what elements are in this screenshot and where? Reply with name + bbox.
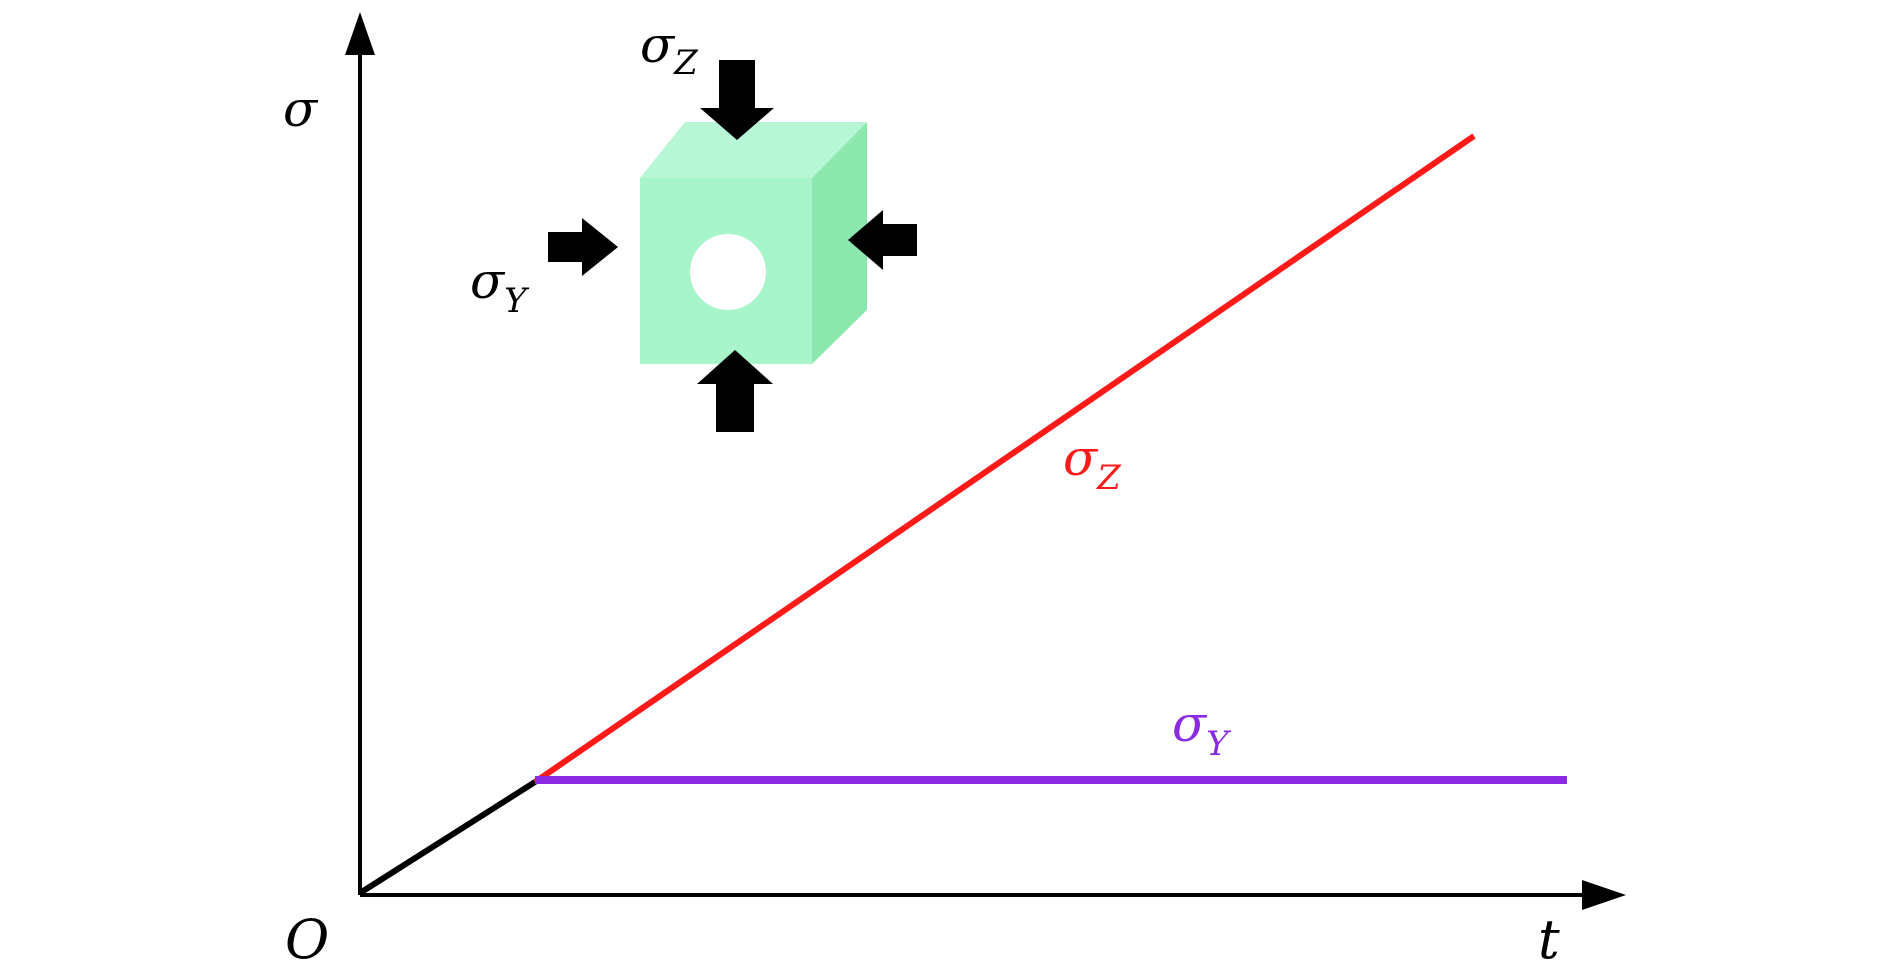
inset-sigma-y-label: σY bbox=[470, 252, 530, 321]
block-top-face bbox=[640, 122, 867, 178]
loaded-specimen-inset bbox=[548, 60, 917, 432]
inset-sigma-y-symbol: σ bbox=[470, 252, 506, 310]
sigma-y-curve-label: σY bbox=[1172, 695, 1232, 764]
sigma-z-curve-symbol: σ bbox=[1063, 429, 1099, 487]
bottom-force-arrow bbox=[697, 350, 773, 432]
block-side-face bbox=[812, 122, 867, 364]
inset-sigma-z-subscript: Z bbox=[673, 43, 699, 83]
axes bbox=[345, 12, 1626, 910]
origin-label: O bbox=[285, 908, 329, 971]
initial-load-line bbox=[358, 779, 537, 896]
sigma-y-curve-subscript: Y bbox=[1206, 724, 1232, 764]
sigma-z-curve-subscript: Z bbox=[1096, 458, 1122, 498]
sigma-z-curve-label: σZ bbox=[1063, 429, 1122, 498]
right-force-arrow bbox=[848, 210, 917, 270]
block-hole bbox=[690, 234, 766, 310]
x-axis-label: t bbox=[1538, 908, 1560, 971]
y-axis-label: σ bbox=[283, 80, 319, 138]
top-force-arrow bbox=[700, 60, 774, 140]
sigma-z-line bbox=[533, 133, 1476, 785]
inset-sigma-z-label: σZ bbox=[640, 16, 699, 83]
inset-sigma-y-subscript: Y bbox=[504, 281, 530, 321]
y-axis-arrowhead bbox=[345, 12, 375, 55]
inset-sigma-z-symbol: σ bbox=[640, 16, 676, 74]
left-force-arrow bbox=[548, 218, 618, 276]
stress-curves bbox=[358, 133, 1567, 896]
x-axis-arrowhead bbox=[1582, 880, 1626, 910]
sigma-y-curve-symbol: σ bbox=[1172, 695, 1208, 753]
